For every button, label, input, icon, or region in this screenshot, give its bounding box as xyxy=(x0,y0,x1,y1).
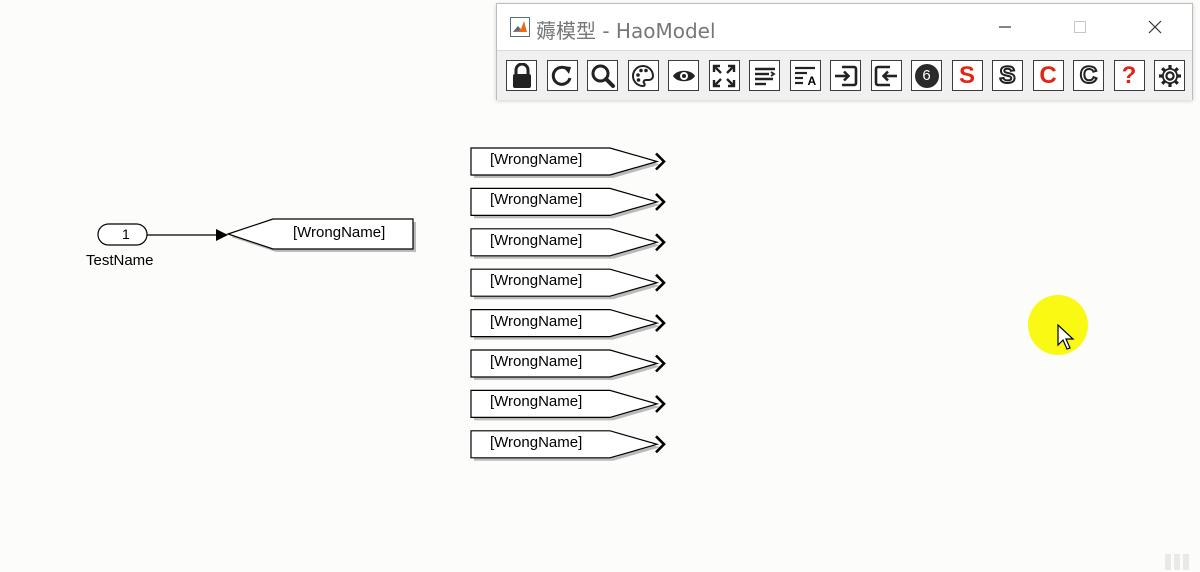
lock-button[interactable] xyxy=(506,60,537,91)
black-c-glyph: C xyxy=(1079,61,1098,89)
import-button[interactable] xyxy=(830,60,861,91)
output-port-chevron-icon[interactable] xyxy=(655,314,666,333)
mouse-pointer-icon xyxy=(1057,324,1075,350)
output-port-chevron-icon[interactable] xyxy=(655,273,666,292)
from-block-label: [WrongName] xyxy=(490,312,583,330)
help-icon: ? xyxy=(1121,61,1137,89)
from-block-body[interactable] xyxy=(470,147,660,176)
from-block-body[interactable] xyxy=(470,349,660,378)
black-s-glyph: S xyxy=(998,61,1016,89)
from-block[interactable] xyxy=(470,389,666,421)
from-block-body[interactable] xyxy=(470,389,660,418)
from-block-label: [WrongName] xyxy=(490,272,583,290)
from-block[interactable] xyxy=(470,147,666,178)
from-block-body[interactable] xyxy=(470,187,660,216)
search-icon xyxy=(590,63,616,89)
help-glyph: ? xyxy=(1121,61,1137,89)
red-c-button[interactable]: C xyxy=(1032,60,1064,91)
from-block[interactable] xyxy=(470,430,666,461)
refresh-icon xyxy=(549,63,575,89)
output-port-chevron-icon[interactable] xyxy=(655,394,666,413)
goto-block[interactable] xyxy=(226,218,414,250)
eye-icon xyxy=(671,63,697,89)
search-button[interactable] xyxy=(587,60,618,91)
close-icon xyxy=(1148,20,1162,34)
red-s-glyph: S xyxy=(958,61,975,89)
output-port-chevron-icon[interactable] xyxy=(655,152,666,171)
maximize-button[interactable] xyxy=(1060,13,1100,41)
from-block-label: [WrongName] xyxy=(490,151,583,168)
black-s-icon: S xyxy=(998,61,1016,89)
from-block-body[interactable] xyxy=(470,228,660,257)
black-c-button[interactable]: C xyxy=(1073,60,1104,91)
from-block-label: [WrongName] xyxy=(490,353,583,370)
from-block[interactable] xyxy=(470,268,666,300)
from-block[interactable] xyxy=(470,187,666,219)
minimize-button[interactable] xyxy=(985,13,1025,41)
expand-icon xyxy=(711,63,737,89)
output-port-chevron-icon[interactable] xyxy=(655,435,666,454)
from-block[interactable] xyxy=(470,228,666,259)
palette-icon xyxy=(630,63,656,89)
red-c-icon: C xyxy=(1039,61,1057,89)
align-icon xyxy=(752,63,778,89)
signal-arrowhead xyxy=(216,229,228,241)
lock-icon xyxy=(510,62,534,89)
window-title: 薅模型 - HaoModel xyxy=(536,19,716,43)
refresh-button[interactable] xyxy=(546,60,578,91)
output-port-chevron-icon[interactable] xyxy=(655,192,666,211)
maximize-icon xyxy=(1074,21,1086,33)
export-icon xyxy=(873,63,899,89)
goto-label: [WrongName] xyxy=(293,224,386,241)
black-c-icon: C xyxy=(1079,61,1098,89)
from-block-label: [WrongName] xyxy=(490,393,583,411)
text-format-icon xyxy=(792,63,818,89)
settings-gear-icon xyxy=(1157,63,1183,89)
number-six-glyph: 6 xyxy=(922,67,931,84)
from-block[interactable] xyxy=(470,349,666,380)
align-button[interactable] xyxy=(749,60,780,91)
text-format-glyph: A xyxy=(807,74,817,88)
minimize-icon xyxy=(999,26,1011,28)
inport-name[interactable]: TestName xyxy=(86,252,154,269)
from-block-label: [WrongName] xyxy=(490,433,583,451)
red-s-button[interactable]: S xyxy=(951,60,983,91)
matlab-app-icon xyxy=(510,17,530,37)
output-port-chevron-icon[interactable] xyxy=(655,354,666,373)
text-format-button[interactable]: A xyxy=(789,60,821,91)
title-bar[interactable]: 薅模型 - HaoModel xyxy=(497,4,1192,49)
expand-button[interactable] xyxy=(708,60,740,91)
palette-button[interactable] xyxy=(627,60,659,91)
from-block-group xyxy=(470,147,666,461)
settings-gear-button[interactable] xyxy=(1154,60,1185,91)
eye-button[interactable] xyxy=(668,60,699,91)
close-button[interactable] xyxy=(1135,13,1175,41)
from-block[interactable] xyxy=(470,309,666,340)
number-six-button[interactable]: 6 xyxy=(911,60,942,91)
from-block-label: [WrongName] xyxy=(490,231,583,249)
export-button[interactable] xyxy=(870,60,902,91)
number-six-icon: 6 xyxy=(914,63,939,88)
red-c-glyph: C xyxy=(1039,61,1057,89)
import-icon xyxy=(833,63,859,89)
from-block-body[interactable] xyxy=(470,309,660,338)
pause-indicator-icon xyxy=(1165,554,1189,570)
red-s-icon: S xyxy=(958,61,975,89)
black-s-button[interactable]: S xyxy=(992,60,1023,91)
output-port-chevron-icon[interactable] xyxy=(655,233,666,252)
from-block-body[interactable] xyxy=(470,430,660,459)
help-button[interactable]: ? xyxy=(1113,60,1145,91)
from-block-body[interactable] xyxy=(470,268,660,297)
from-block-label: [WrongName] xyxy=(490,191,583,209)
